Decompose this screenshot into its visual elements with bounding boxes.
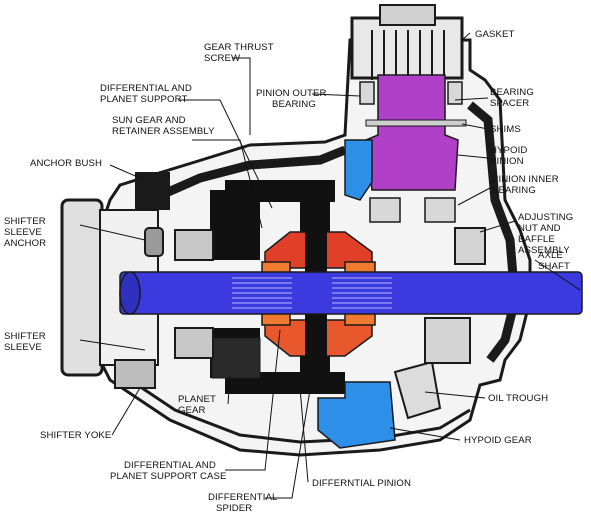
label-gear-thrust-screw: GEAR THRUST SCREW xyxy=(204,42,276,64)
label-adjusting-nut: ADJUSTING NUT AND BAFFLE ASSEMBLY xyxy=(518,212,576,256)
hypoid-pinion-group xyxy=(359,74,467,223)
label-shifter-yoke: SHIFTER YOKE xyxy=(40,430,111,441)
sun-gear-retainer-lower xyxy=(174,327,214,359)
pinion-flange xyxy=(379,4,436,26)
label-anchor-bush: ANCHOR BUSH xyxy=(30,158,102,169)
labels: GEAR THRUST SCREW DIFFERENTIAL AND PLANE… xyxy=(4,29,576,514)
sun-gear-retainer-part xyxy=(174,229,214,261)
label-shifter-sleeve: SHIFTER SLEEVE xyxy=(4,331,49,353)
label-hypoid-pinion: HYPOID PINION xyxy=(490,145,530,167)
planet-gear-part xyxy=(211,337,261,379)
label-bearing-spacer: BEARING SPACER xyxy=(490,87,537,109)
label-pinion-inner-bearing: PINION INNER BEARING xyxy=(492,174,562,196)
label-differential-support-case: DIFFERENTIAL AND PLANET SUPPORT CASE xyxy=(110,460,227,482)
shims-part xyxy=(365,119,467,127)
label-pinion-outer-bearing: PINION OUTER BEARING xyxy=(256,88,329,110)
hypoid-gear xyxy=(317,381,396,449)
label-oil-trough: OIL TROUGH xyxy=(488,393,548,404)
axle-splines-left xyxy=(232,277,292,309)
leader-lines xyxy=(79,32,581,499)
pinion-outer-bearing-part xyxy=(359,81,463,105)
label-differential-planet-support: DIFFERENTIAL AND PLANET SUPPORT xyxy=(100,83,195,105)
label-hypoid-gear: HYPOID GEAR xyxy=(464,435,532,446)
housing-wall-top xyxy=(148,145,347,205)
adjusting-nut-top xyxy=(454,227,486,265)
shifter-sleeve-body xyxy=(60,198,104,377)
label-differential-spider: DIFFERENTIAL SPIDER xyxy=(208,492,280,514)
label-shifter-sleeve-anchor: SHIFTER SLEEVE ANCHOR xyxy=(4,216,49,249)
adjusting-nut-part xyxy=(424,317,471,364)
anchor-bush xyxy=(135,172,170,210)
shifter-yoke-part xyxy=(114,359,156,389)
axle-shaft-group xyxy=(119,271,583,315)
label-differential-pinion: DIFFERNTIAL PINION xyxy=(312,478,411,489)
pinion-splines xyxy=(371,30,445,80)
axle-shaft-end xyxy=(119,271,141,315)
label-planet-gear: PLANET GEAR xyxy=(178,394,219,416)
label-sun-gear-retainer: SUN GEAR AND RETAINER ASSEMBLY xyxy=(112,115,215,137)
housing-wall-right xyxy=(467,101,520,363)
hypoid-gear-upper xyxy=(344,139,373,201)
oil-trough-part xyxy=(393,360,442,420)
housing-wall-bottom xyxy=(129,378,471,444)
label-shims: SHIMS xyxy=(490,124,521,135)
pinion-inner-bearing-part xyxy=(369,197,456,223)
axle-splines-right xyxy=(332,277,392,309)
hypoid-pinion xyxy=(365,74,459,191)
label-gasket: GASKET xyxy=(475,29,515,40)
hypoid-gear-group xyxy=(317,139,486,449)
label-axle-shaft: AXLE SHAFT xyxy=(538,250,570,272)
shifter-sleeve-anchor-part xyxy=(144,227,164,257)
